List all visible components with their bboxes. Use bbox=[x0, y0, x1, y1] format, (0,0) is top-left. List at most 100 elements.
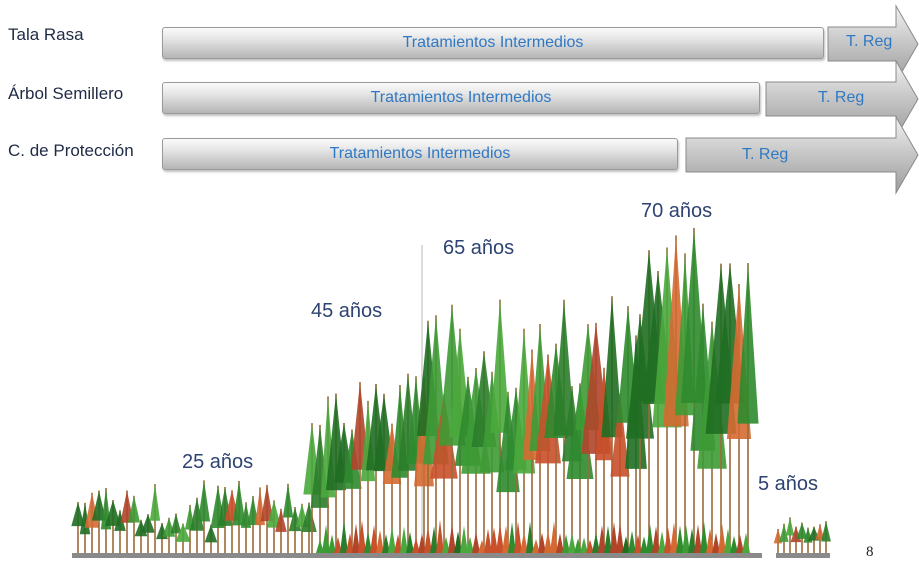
tree-crown bbox=[247, 496, 259, 526]
tree-crown bbox=[266, 500, 282, 528]
understory-plant bbox=[718, 523, 726, 553]
ground-strip-main bbox=[72, 553, 762, 558]
understory-plant bbox=[334, 536, 342, 553]
intermediate-treatments-bar-2: Tratamientos Intermedios bbox=[162, 82, 760, 114]
understory-plant bbox=[424, 526, 432, 553]
understory-plant bbox=[364, 531, 372, 553]
understory-plant bbox=[400, 526, 408, 553]
understory-plant bbox=[442, 536, 450, 553]
tree-crown bbox=[189, 497, 205, 531]
understory-plant bbox=[706, 528, 714, 553]
tree-crown bbox=[141, 514, 155, 533]
understory-plant bbox=[700, 521, 708, 553]
understory-plant bbox=[562, 534, 570, 553]
understory-plant bbox=[676, 525, 684, 553]
tree-crown bbox=[821, 521, 831, 542]
tree-crown bbox=[601, 296, 623, 438]
understory-plant bbox=[508, 522, 516, 553]
ground-strip-young bbox=[776, 553, 830, 558]
understory-plant bbox=[382, 534, 390, 553]
understory-plant bbox=[484, 528, 492, 553]
understory-plant bbox=[322, 524, 330, 553]
bar-label: Tratamientos Intermedios bbox=[402, 34, 584, 51]
understory-plant bbox=[370, 525, 378, 553]
intermediate-treatments-bar-3: Tratamientos Intermedios bbox=[162, 138, 678, 170]
understory-plant bbox=[682, 524, 690, 553]
tree-crown bbox=[260, 484, 274, 522]
age-label-70: 70 años bbox=[641, 200, 713, 222]
arrow-label-1: T. Reg bbox=[846, 33, 893, 50]
understory-plant bbox=[394, 534, 402, 553]
bar-label: Tratamientos Intermedios bbox=[329, 145, 511, 162]
tree-group bbox=[71, 227, 831, 553]
understory-plant bbox=[628, 530, 636, 553]
tree-crown bbox=[610, 393, 630, 477]
understory-plant bbox=[412, 537, 420, 553]
understory-plant bbox=[418, 533, 426, 553]
tree-crown bbox=[282, 483, 294, 518]
tree-crown bbox=[232, 480, 246, 526]
regeneration-arrow-2 bbox=[765, 59, 919, 139]
understory-plant bbox=[688, 528, 696, 553]
understory-plant bbox=[694, 524, 702, 553]
understory-plant bbox=[478, 539, 486, 553]
tree-crown bbox=[490, 299, 510, 433]
understory-plant bbox=[724, 528, 732, 553]
understory-plant bbox=[520, 531, 528, 553]
row-label-tala-rasa: Tala Rasa bbox=[8, 25, 84, 44]
understory-plant bbox=[646, 524, 654, 553]
tree-crown bbox=[785, 517, 795, 536]
page-number: 8 bbox=[866, 544, 874, 560]
understory-plant bbox=[448, 524, 456, 553]
understory-plant bbox=[550, 521, 558, 553]
understory-plant bbox=[538, 532, 546, 553]
understory-plant bbox=[604, 525, 612, 553]
understory-plant bbox=[472, 531, 480, 553]
tree-crown bbox=[197, 480, 211, 522]
tree-crown bbox=[175, 523, 191, 542]
tree-crown bbox=[275, 508, 287, 532]
understory-plant bbox=[460, 525, 468, 553]
understory-plant bbox=[730, 535, 738, 553]
understory-plant bbox=[580, 537, 588, 553]
understory-plant bbox=[652, 526, 660, 553]
age-label-65: 65 años bbox=[443, 237, 515, 259]
tree-crown bbox=[149, 484, 161, 521]
understory-plant bbox=[406, 531, 414, 553]
understory-plant bbox=[316, 539, 324, 553]
understory-plant bbox=[514, 521, 522, 553]
tree-crown bbox=[127, 495, 141, 523]
understory-plant bbox=[352, 523, 360, 553]
understory-plant bbox=[466, 536, 474, 553]
understory-plant bbox=[388, 526, 396, 553]
tree-crown bbox=[737, 263, 759, 424]
tree-crown bbox=[815, 524, 825, 540]
tree-crown bbox=[204, 524, 218, 543]
understory-plant bbox=[634, 534, 642, 553]
understory-plant bbox=[556, 533, 564, 553]
understory-plant bbox=[610, 521, 618, 553]
understory-plant bbox=[328, 534, 336, 553]
age-label-5: 5 años bbox=[758, 473, 819, 495]
understory-plant bbox=[736, 534, 744, 553]
bar-label: Tratamientos Intermedios bbox=[370, 89, 552, 106]
age-label-45: 45 años bbox=[311, 300, 383, 322]
age-label-25: 25 años bbox=[182, 451, 254, 473]
arrow-label-2: T. Reg bbox=[818, 89, 865, 106]
understory-plant bbox=[574, 538, 582, 553]
regeneration-arrow-1 bbox=[827, 4, 919, 84]
row-label-proteccion: C. de Protección bbox=[8, 141, 134, 160]
understory-plant bbox=[454, 531, 462, 553]
understory-plant bbox=[340, 520, 348, 553]
understory-plant bbox=[358, 520, 366, 553]
understory-plant bbox=[586, 539, 594, 553]
understory-plant bbox=[658, 531, 666, 553]
understory-plant bbox=[622, 536, 630, 553]
understory-plant bbox=[742, 532, 750, 553]
tree-crown bbox=[105, 499, 121, 526]
arrow-label-3: T. Reg bbox=[742, 146, 789, 163]
understory-plant bbox=[712, 532, 720, 553]
understory-plant bbox=[532, 539, 540, 553]
understory-plant bbox=[592, 532, 600, 553]
